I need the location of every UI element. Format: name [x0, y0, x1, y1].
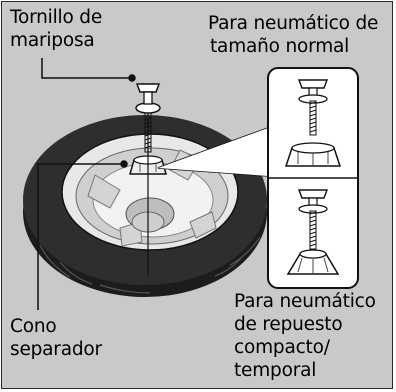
compact-spare-label-line: temporal	[234, 360, 317, 381]
inset-panel	[267, 67, 359, 289]
spacer-cone-label-line: separador	[10, 339, 102, 360]
normal-tire-label-line: Para neumático de	[208, 13, 379, 34]
bolt-shaft-icon	[144, 100, 152, 275]
compact-spare-label-line: compacto/	[234, 337, 330, 358]
compact-spare-assembly-icon	[286, 189, 340, 275]
wing-bolt-label-line: Tornillo de	[10, 7, 103, 28]
wing-bolt-icon	[135, 83, 161, 105]
spacer-cone-label-line: Cono	[10, 316, 57, 337]
wing-bolt-label: Tornillo de mariposa	[10, 6, 102, 52]
leader-line-spacer-cone	[37, 160, 128, 310]
spacer-cone-label: Cono separador	[10, 315, 102, 361]
wing-bolt-label-line: mariposa	[10, 30, 95, 51]
normal-tire-label-line: tamaño normal	[210, 36, 350, 57]
compact-spare-label-line: Para neumático	[234, 291, 376, 312]
compact-spare-label: Para neumático de repuesto compacto/ tem…	[234, 290, 376, 382]
leader-line-wing-bolt	[41, 58, 136, 82]
normal-tire-label: Para neumático de tamaño normal	[208, 12, 378, 58]
normal-tire-assembly-icon	[284, 79, 342, 167]
compact-spare-label-line: de repuesto	[234, 314, 343, 335]
